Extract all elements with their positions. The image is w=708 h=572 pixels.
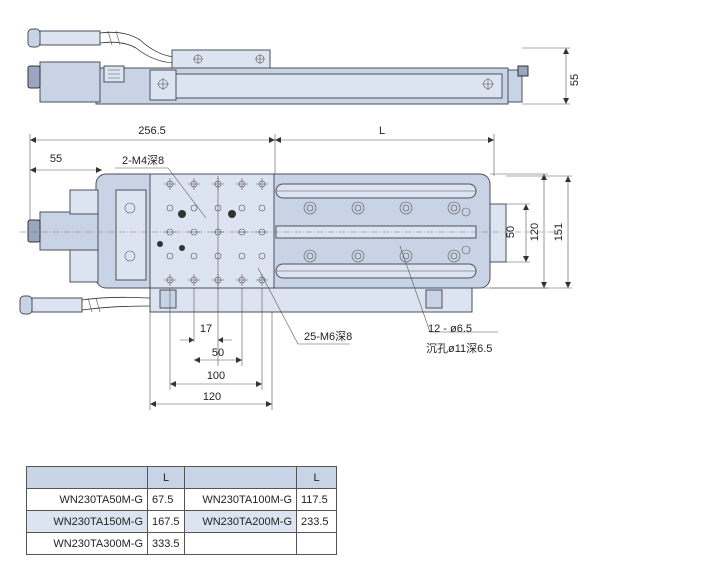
table-row: WN230TA50M-G 67.5 WN230TA100M-G 117.5 (26, 488, 337, 511)
spec-model: WN230TA150M-G (26, 510, 148, 533)
plan-base-lower (149, 285, 473, 313)
dim-base-offset: 256.5 (138, 125, 166, 137)
spec-table-header: L L (26, 466, 337, 489)
dim-slot-spacing: 50 (505, 226, 517, 238)
top-dimensions: 256.5 L 55 (29, 125, 495, 232)
side-cable-curve-lower (99, 41, 181, 64)
spec-table: L L WN230TA50M-G 67.5 WN230TA100M-G 117.… (26, 466, 337, 555)
spec-model: WN230TA200M-G (184, 510, 297, 533)
callout-counterbore: 沉孔ø11深6.5 (426, 342, 492, 355)
spec-length: 167.5 (147, 510, 185, 533)
spec-model: WN230TA300M-G (26, 532, 148, 555)
side-motor (39, 61, 101, 103)
mount-leader (399, 245, 498, 333)
spec-length (296, 532, 337, 555)
plan-carriage (149, 173, 275, 289)
carriage-holes (164, 176, 268, 290)
dim-pitch-17: 17 (200, 323, 212, 335)
table-row: WN230TA150M-G 167.5 WN230TA200M-G 233.5 (26, 510, 337, 533)
dim-travel-length: L (379, 125, 385, 137)
dim-side-height: 55 (569, 74, 581, 86)
spec-model: WN230TA50M-G (26, 488, 148, 511)
side-view: 55 (27, 28, 581, 105)
spec-header-model (26, 466, 148, 489)
spec-length: 333.5 (147, 532, 185, 555)
plan-knob (27, 219, 41, 243)
spec-model: WN230TA100M-G (184, 488, 297, 511)
spec-header-l: L (147, 466, 185, 489)
spec-header-model-2 (184, 466, 297, 489)
plan-motor (39, 211, 99, 251)
spec-length: 67.5 (147, 488, 185, 511)
m4-leader (115, 167, 207, 219)
m6-leader (257, 267, 350, 345)
spec-model (184, 532, 297, 555)
side-cable-sleeve (39, 30, 101, 46)
mount-holes (124, 201, 471, 263)
dim-table-width: 120 (529, 223, 541, 241)
callout-mount: 12 - ø6.5 (428, 323, 472, 335)
dim-pitch-50: 50 (212, 347, 224, 359)
spec-header-l-2: L (296, 466, 337, 489)
callout-m6: 25-M6深8 (304, 330, 352, 343)
side-knob (27, 65, 41, 89)
plan-view: 50 120 151 2-M4深8 25-M6深8 12 - ø6.5 沉孔ø1… (19, 154, 572, 410)
side-cable-connector (27, 28, 41, 48)
spec-length: 117.5 (296, 488, 337, 511)
spec-length: 233.5 (296, 510, 337, 533)
dim-pitch-100: 100 (207, 370, 225, 382)
callout-m4: 2-M4深8 (122, 154, 164, 167)
side-cable-curve (99, 31, 181, 58)
table-row: WN230TA300M-G 333.5 (26, 532, 337, 555)
dim-left-offset: 55 (50, 153, 62, 165)
technical-drawing: 55 256.5 L 55 (19, 28, 581, 410)
dim-pitch-120: 120 (203, 391, 221, 403)
m4-holes (157, 210, 236, 251)
side-stage-rail (175, 73, 503, 99)
dim-base-width: 151 (553, 223, 565, 241)
